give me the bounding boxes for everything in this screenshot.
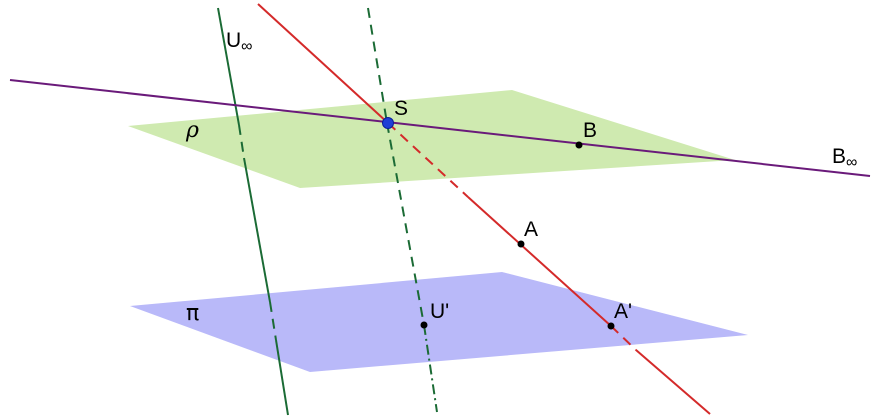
line-u-infinity <box>217 7 289 416</box>
label-plane-rho: ρ <box>185 118 199 143</box>
point-b[interactable] <box>575 141 583 149</box>
label-b-infinity: B∞ <box>832 145 857 171</box>
point-a[interactable] <box>517 240 525 248</box>
line-s-u-prime <box>367 7 438 413</box>
label-point-a: A <box>524 218 538 241</box>
point-a-prime[interactable] <box>607 322 615 330</box>
label-plane-pi: π <box>186 301 199 326</box>
point-s[interactable] <box>382 117 394 129</box>
point-u-prime[interactable] <box>420 321 428 329</box>
line-s-a <box>257 3 711 415</box>
label-point-u-prime: U' <box>430 300 449 323</box>
plane-rho <box>128 90 735 188</box>
label-point-b: B <box>583 119 597 142</box>
label-point-a-prime: A' <box>614 300 632 323</box>
line-b-infinity <box>9 79 871 177</box>
label-point-s: S <box>394 97 408 120</box>
label-u-infinity: U∞ <box>226 29 253 55</box>
plane-pi <box>130 272 748 372</box>
